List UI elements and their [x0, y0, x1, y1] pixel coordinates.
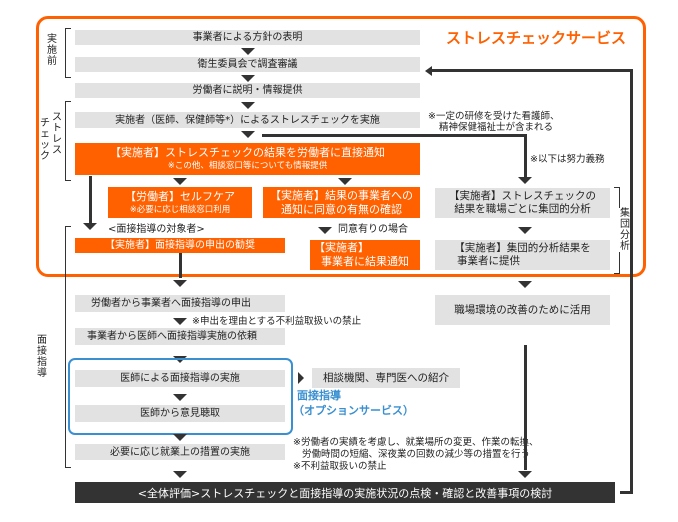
step-referral: 相談機関、専門医への紹介 [312, 368, 460, 388]
step-ask-doctor: 事業者から医師へ面接指導実施の依頼 [75, 328, 285, 345]
measures-note-1: ※労働者の実績を考慮し、就業場所の変更、作業の転換、 [293, 437, 539, 448]
step-conduct: 実施者（医師、保健師等*）によるストレスチェックを実施 [75, 112, 420, 128]
step-measures: 必要に応じ就業上の措置の実施 [75, 444, 285, 460]
notify-title: 【実施者】ストレスチェックの結果を労働者に直接通知 [110, 146, 385, 159]
connector-line [179, 253, 182, 278]
phase-pre-label: 実施前 [47, 34, 57, 67]
arrow-down-icon [518, 227, 532, 234]
nurse-note-1: ※一定の研修を受けた看護師、 [428, 111, 560, 122]
consent-yes-label: 同意有りの場合 [338, 224, 408, 235]
arrow-down-icon [241, 48, 255, 55]
connector-line [524, 345, 527, 470]
phase-stress-label-2: チェック [40, 118, 50, 162]
phase-interview-label: 面接指導 [37, 335, 47, 379]
group-report-line-1: 【実施者】集団的分析結果を [454, 242, 591, 254]
step-explain: 労働者に説明・情報提供 [75, 83, 420, 98]
arrow-down-icon [518, 471, 532, 478]
step-policy: 事業者による方針の表明 [75, 30, 420, 45]
arrow-down-icon [173, 394, 187, 401]
step-doctor-interview: 医師による面接指導の実施 [75, 370, 285, 387]
group-analysis-line-2: 結果を職場ごとに集団的分析 [454, 203, 591, 215]
arrow-down-icon [338, 178, 352, 185]
step-consent: 【実施者】結果の事業者への 通知に同意の有無の確認 [263, 187, 420, 218]
step-group-report: 【実施者】集団的分析結果を 事業者に提供 [435, 240, 610, 270]
feedback-line [432, 69, 632, 72]
arrow-left-icon [425, 66, 432, 76]
step-opinion: 医師から意見聴取 [75, 405, 285, 422]
option-label-1: 面接指導 [297, 389, 341, 402]
arrow-down-icon [83, 223, 97, 230]
arrow-down-icon [241, 102, 255, 109]
step-notify: 【実施者】ストレスチェックの結果を労働者に直接通知 ※この他、相談窓口等について… [75, 143, 420, 175]
consent-line-1: 【実施者】結果の事業者への [270, 188, 413, 202]
step-group-analysis: 【実施者】ストレスチェックの 結果を職場ごとに集団的分析 [435, 188, 610, 218]
step-report: 【実施者】 事業者に結果通知 [310, 240, 420, 270]
arrow-down-icon [173, 318, 187, 325]
feedback-line [620, 491, 632, 494]
phase-stress-bracket [65, 101, 71, 181]
connector-line [89, 176, 92, 224]
nurse-note-2: 精神保健福祉士が含まれる [439, 122, 554, 133]
selfcare-title: 【労働者】セルフケア [125, 189, 235, 203]
arrow-right-icon [298, 372, 304, 384]
arrow-down-icon [173, 178, 187, 185]
consent-line-2: 通知に同意の有無の確認 [281, 202, 402, 216]
service-title: ストレスチェックサービス [446, 29, 627, 47]
step-evaluation: <全体評価>ストレスチェックと面接指導の実施状況の点検・確認と改善事項の検討 [75, 482, 615, 503]
phase-pre-bracket [65, 28, 71, 78]
step-workplace: 職場環境の改善のために活用 [435, 295, 610, 325]
arrow-down-icon [241, 75, 255, 82]
arrow-down-icon [241, 131, 255, 138]
step-request: 労働者から事業者へ面接指導の申出 [75, 295, 285, 312]
arrow-down-icon [173, 434, 187, 441]
arrow-down-icon [318, 227, 332, 234]
group-analysis-line-1: 【実施者】ストレスチェックの [449, 190, 596, 202]
step-selfcare: 【労働者】セルフケア ※必要に応じ相談窓口利用 [108, 187, 252, 218]
group-label: 集団分析 [619, 208, 631, 252]
step-recommend: 【実施者】面接指導の申出の勧奨 [75, 238, 285, 253]
arrow-down-icon [173, 280, 187, 287]
arrow-down-icon [518, 281, 532, 288]
connector-line [524, 134, 527, 178]
option-label-2: （オプションサービス） [293, 404, 414, 417]
arrow-down-icon [518, 177, 532, 184]
feedback-line [630, 69, 633, 494]
measures-note-2: 労働時間の短縮、深夜業の回数の減少等の措置を行う [302, 449, 531, 460]
report-line-2: 事業者に結果通知 [321, 255, 409, 268]
arrow-down-icon [173, 471, 187, 478]
report-line-1: 【実施者】 [314, 241, 369, 254]
request-note: ※申出を理由とする不利益取扱いの禁止 [192, 316, 362, 327]
connector-line [262, 134, 527, 137]
service-frame [36, 16, 646, 277]
phase-interview-bracket [65, 226, 71, 468]
target-label: <面接指導の対象者> [108, 224, 205, 235]
group-report-line-2: 事業者に提供 [457, 255, 520, 267]
notify-note: ※この他、相談窓口等についても情報提供 [167, 161, 328, 171]
effort-note: ※以下は努力義務 [530, 154, 605, 165]
phase-stress-label-1: ストレス [52, 112, 62, 156]
measures-note-3: ※不利益取扱いの禁止 [293, 461, 387, 472]
selfcare-note: ※必要に応じ相談窓口利用 [129, 204, 231, 215]
step-committee: 衛生委員会で調査審議 [75, 57, 420, 72]
